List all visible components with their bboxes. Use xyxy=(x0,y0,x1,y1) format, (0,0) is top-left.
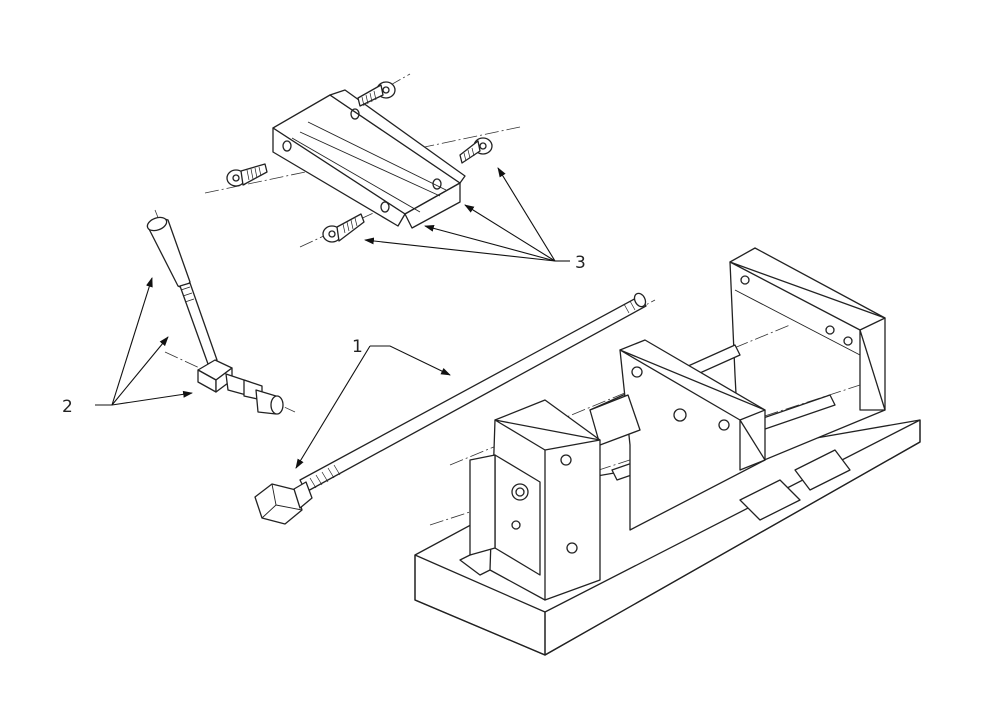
callout-1: 1 xyxy=(295,337,451,469)
handle-hub xyxy=(197,359,284,415)
jaw-screw xyxy=(459,137,493,164)
callout-2-label: 2 xyxy=(62,397,73,417)
drill-press-vise xyxy=(414,247,921,656)
jaw-screw xyxy=(226,163,268,187)
jaw-screw xyxy=(322,213,365,243)
callout-3-label: 3 xyxy=(575,253,586,273)
jaw-plate-assembly xyxy=(204,73,521,248)
callout-1-label: 1 xyxy=(352,337,363,357)
handle-assembly xyxy=(146,209,296,415)
jaw-screw xyxy=(357,81,396,107)
callout-3: 3 xyxy=(364,167,586,273)
lead-screw xyxy=(254,292,656,525)
handle-rod xyxy=(179,282,218,365)
callout-2: 2 xyxy=(62,277,193,417)
